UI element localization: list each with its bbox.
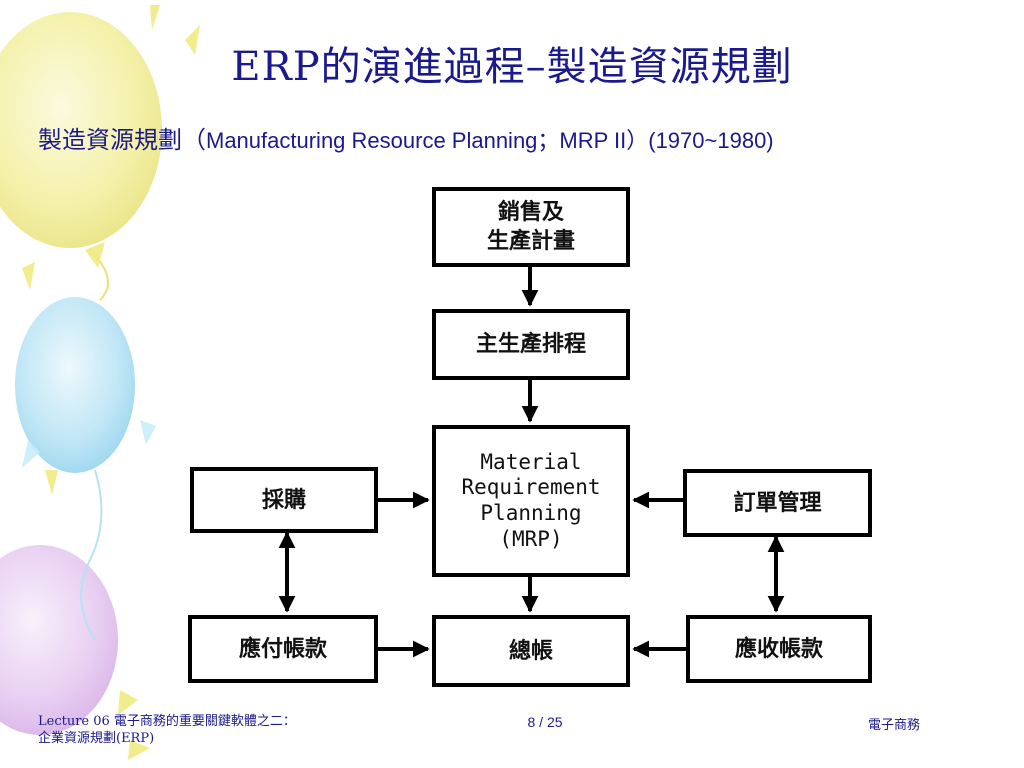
footer-course-name: 電子商務	[868, 718, 921, 733]
footer-lecture-line1: Lecture 06 電子商務的重要關鍵軟體之二：	[38, 714, 296, 729]
footer-lecture-title: Lecture 06 電子商務的重要關鍵軟體之二： 企業資源規劃(ERP)	[38, 714, 296, 748]
box-purchasing: 採購	[190, 467, 378, 533]
box-accounts-payable: 應付帳款	[188, 615, 378, 683]
box-mrp-label: Material Requirement Planning (MRP)	[461, 449, 601, 551]
page-number: 8 / 25	[527, 714, 563, 730]
yellow-balloon	[0, 12, 162, 248]
box-order-management-label: 訂單管理	[733, 489, 822, 516]
subtitle-english: Manufacturing Resource Planning；MRP II）(…	[206, 128, 774, 153]
box-sales-production-plan: 銷售及 生產計畫	[432, 187, 630, 267]
purple-balloon	[0, 545, 118, 735]
diagram-arrows	[278, 265, 785, 658]
blue-balloon	[15, 297, 135, 473]
box-accounts-receivable: 應收帳款	[686, 615, 872, 683]
footer-lecture-line2: 企業資源規劃(ERP)	[38, 730, 155, 746]
box-sales-production-plan-label: 銷售及 生產計畫	[486, 199, 575, 254]
subtitle-chinese: 製造資源規劃（	[38, 126, 206, 154]
box-purchasing-label: 採購	[261, 486, 306, 513]
box-general-ledger: 總帳	[432, 615, 630, 687]
slide-subtitle: 製造資源規劃（Manufacturing Resource Planning；M…	[38, 120, 774, 155]
box-master-production-schedule-label: 主生產排程	[475, 331, 586, 358]
box-order-management: 訂單管理	[683, 469, 872, 537]
box-mrp: Material Requirement Planning (MRP)	[432, 425, 630, 577]
box-general-ledger-label: 總帳	[508, 637, 553, 664]
box-accounts-payable-label: 應付帳款	[238, 635, 327, 662]
mrp-ii-flow-diagram: 銷售及 生產計畫 主生產排程 Material Requirement Plan…	[176, 183, 876, 693]
box-accounts-receivable-label: 應收帳款	[734, 635, 823, 662]
slide-title: ERP的演進過程–製造資源規劃	[231, 44, 793, 90]
box-master-production-schedule: 主生產排程	[432, 309, 630, 380]
